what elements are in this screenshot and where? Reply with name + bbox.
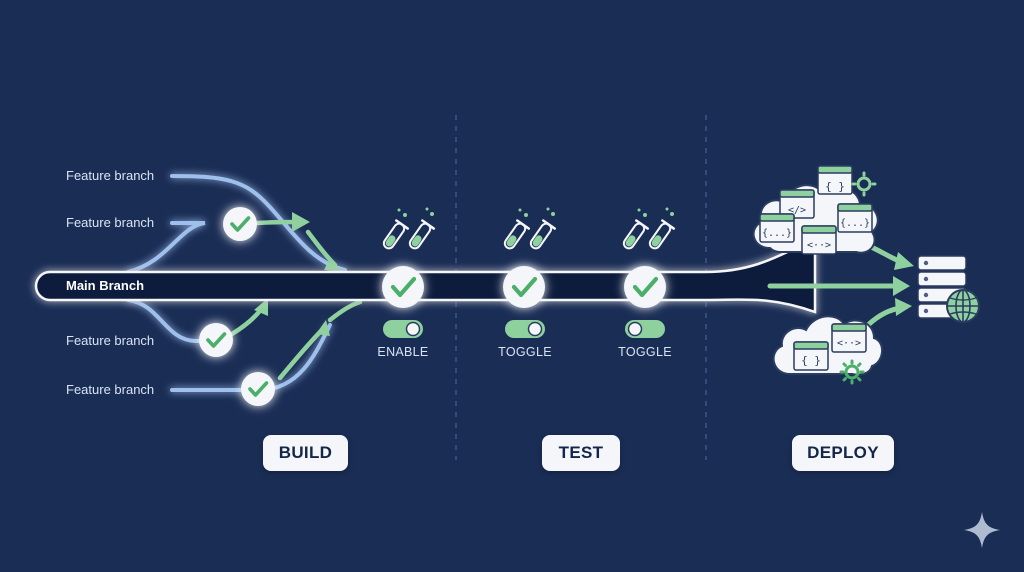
check-icon — [239, 370, 277, 408]
gear-icon — [839, 359, 865, 385]
svg-text:{ }: { } — [801, 354, 821, 367]
check-icon — [382, 266, 424, 308]
branch-arrowheads — [254, 212, 342, 336]
svg-text:{...}: {...} — [762, 228, 792, 239]
feature-branch-label-4: Feature branch — [66, 382, 155, 397]
check-icon — [624, 266, 666, 308]
sparkle-icon — [964, 512, 1000, 548]
feature-branch-label-3: Feature branch — [66, 333, 155, 348]
check-icon — [503, 266, 545, 308]
check-icon — [221, 205, 259, 243]
toggle-label-enable: ENABLE — [377, 345, 429, 359]
stage-test-button[interactable]: TEST — [542, 435, 620, 471]
stage-deploy-button[interactable]: DEPLOY — [792, 435, 894, 471]
test-tube-icon — [499, 207, 557, 253]
deploy-arrowheads — [893, 252, 914, 316]
svg-text:<··>: <··> — [837, 338, 861, 349]
code-window-icon: { } </> {...} {...} <··> — [759, 165, 873, 255]
test-tube-icon — [378, 207, 436, 253]
test-tube-icon — [618, 207, 676, 253]
svg-text:<··>: <··> — [807, 240, 831, 251]
toggle-switch-test-1[interactable] — [505, 320, 545, 338]
globe-icon — [946, 289, 980, 323]
main-branch-pipe — [34, 235, 817, 314]
toggle-label-test-2: TOGGLE — [618, 345, 672, 359]
stage-build-button[interactable]: BUILD — [263, 435, 348, 471]
branch-arrow-5 — [327, 299, 363, 323]
deploy-arrow-bottom — [865, 305, 903, 328]
feature-branch-label-1: Feature branch — [66, 168, 155, 183]
svg-text:</>: </> — [788, 205, 806, 216]
feature-branch-path-2 — [126, 221, 206, 274]
main-branch-label: Main Branch — [66, 278, 145, 293]
svg-text:{ }: { } — [825, 180, 845, 193]
toggle-switch-test-2[interactable] — [625, 320, 665, 338]
check-icon — [197, 321, 235, 359]
gear-icon — [851, 171, 877, 197]
svg-text:{...}: {...} — [840, 218, 870, 229]
toggle-label-test-1: TOGGLE — [498, 345, 552, 359]
toggle-switch-enable[interactable] — [383, 320, 423, 338]
code-window-icon: <··> { } — [793, 323, 867, 371]
feature-branch-path-1 — [170, 174, 347, 272]
feature-branch-label-2: Feature branch — [66, 215, 155, 230]
branch-arrow-3 — [229, 305, 265, 337]
feature-branch-path-3 — [126, 298, 222, 343]
